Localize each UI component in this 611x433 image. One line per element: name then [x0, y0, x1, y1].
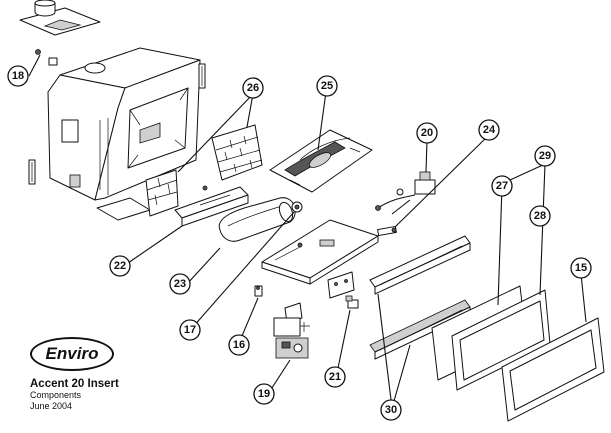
door-frame-part [451, 289, 551, 391]
burner-tray-part [174, 185, 249, 227]
title-block: Enviro Accent 20 Insert Components June … [30, 337, 180, 412]
leader-lines [28, 54, 587, 409]
callout-label: 17 [184, 324, 196, 336]
gas-valve-part [375, 171, 436, 215]
side-bracket-right-part [198, 63, 206, 89]
callout-18: 18 [7, 65, 29, 87]
callout-label: 30 [385, 404, 397, 416]
bottom-tray-part [261, 219, 379, 285]
enviro-logo: Enviro [30, 337, 114, 371]
outer-trim-part [501, 317, 605, 422]
callout-28: 28 [529, 205, 551, 227]
logo-text: Enviro [45, 344, 99, 363]
callout-label: 16 [233, 339, 245, 351]
callout-22: 22 [109, 255, 131, 277]
callout-label: 29 [539, 150, 551, 162]
control-module-part [273, 317, 310, 359]
refractory-back-panel-part [211, 124, 263, 181]
callout-label: 15 [575, 262, 587, 274]
callout-label: 20 [421, 127, 433, 139]
igniter-part [254, 285, 263, 297]
callout-20: 20 [416, 122, 438, 144]
callout-label: 22 [114, 260, 126, 272]
refractory-side-panel-part [145, 169, 179, 217]
callout-27: 27 [491, 175, 513, 197]
callout-label: 25 [321, 80, 333, 92]
flue-collar-part [19, 0, 101, 36]
callout-label: 28 [534, 210, 546, 222]
callout-label: 18 [12, 70, 24, 82]
callout-label: 26 [247, 82, 259, 94]
side-bracket-left-part [28, 159, 36, 185]
callout-16: 16 [228, 334, 250, 356]
callout-26: 26 [242, 77, 264, 99]
clip-part [35, 49, 58, 66]
callout-23: 23 [169, 273, 191, 295]
pilot-tube-part [377, 225, 397, 237]
model-title: Accent 20 Insert [30, 378, 119, 390]
callout-label: 27 [496, 180, 508, 192]
callout-24: 24 [478, 119, 500, 141]
fitting-part [345, 295, 359, 309]
burner-assembly-part [269, 129, 373, 193]
firebox-chassis-part [47, 47, 201, 201]
callout-17: 17 [179, 319, 201, 341]
callout-19: 19 [253, 383, 275, 405]
callout-25: 25 [316, 75, 338, 97]
callout-21: 21 [324, 366, 346, 388]
callout-15: 15 [570, 257, 592, 279]
date-label: June 2004 [30, 401, 73, 411]
ring-part [291, 201, 303, 213]
callout-30: 30 [380, 399, 402, 421]
mounting-bracket-part [327, 271, 355, 299]
callout-29: 29 [534, 145, 556, 167]
callout-label: 19 [258, 388, 270, 400]
callout-label: 21 [329, 371, 341, 383]
callout-label: 23 [174, 278, 186, 290]
upper-louver-part [369, 235, 471, 295]
base-plate-part [96, 197, 151, 221]
subtitle: Components [30, 390, 82, 400]
callout-label: 24 [483, 124, 496, 136]
